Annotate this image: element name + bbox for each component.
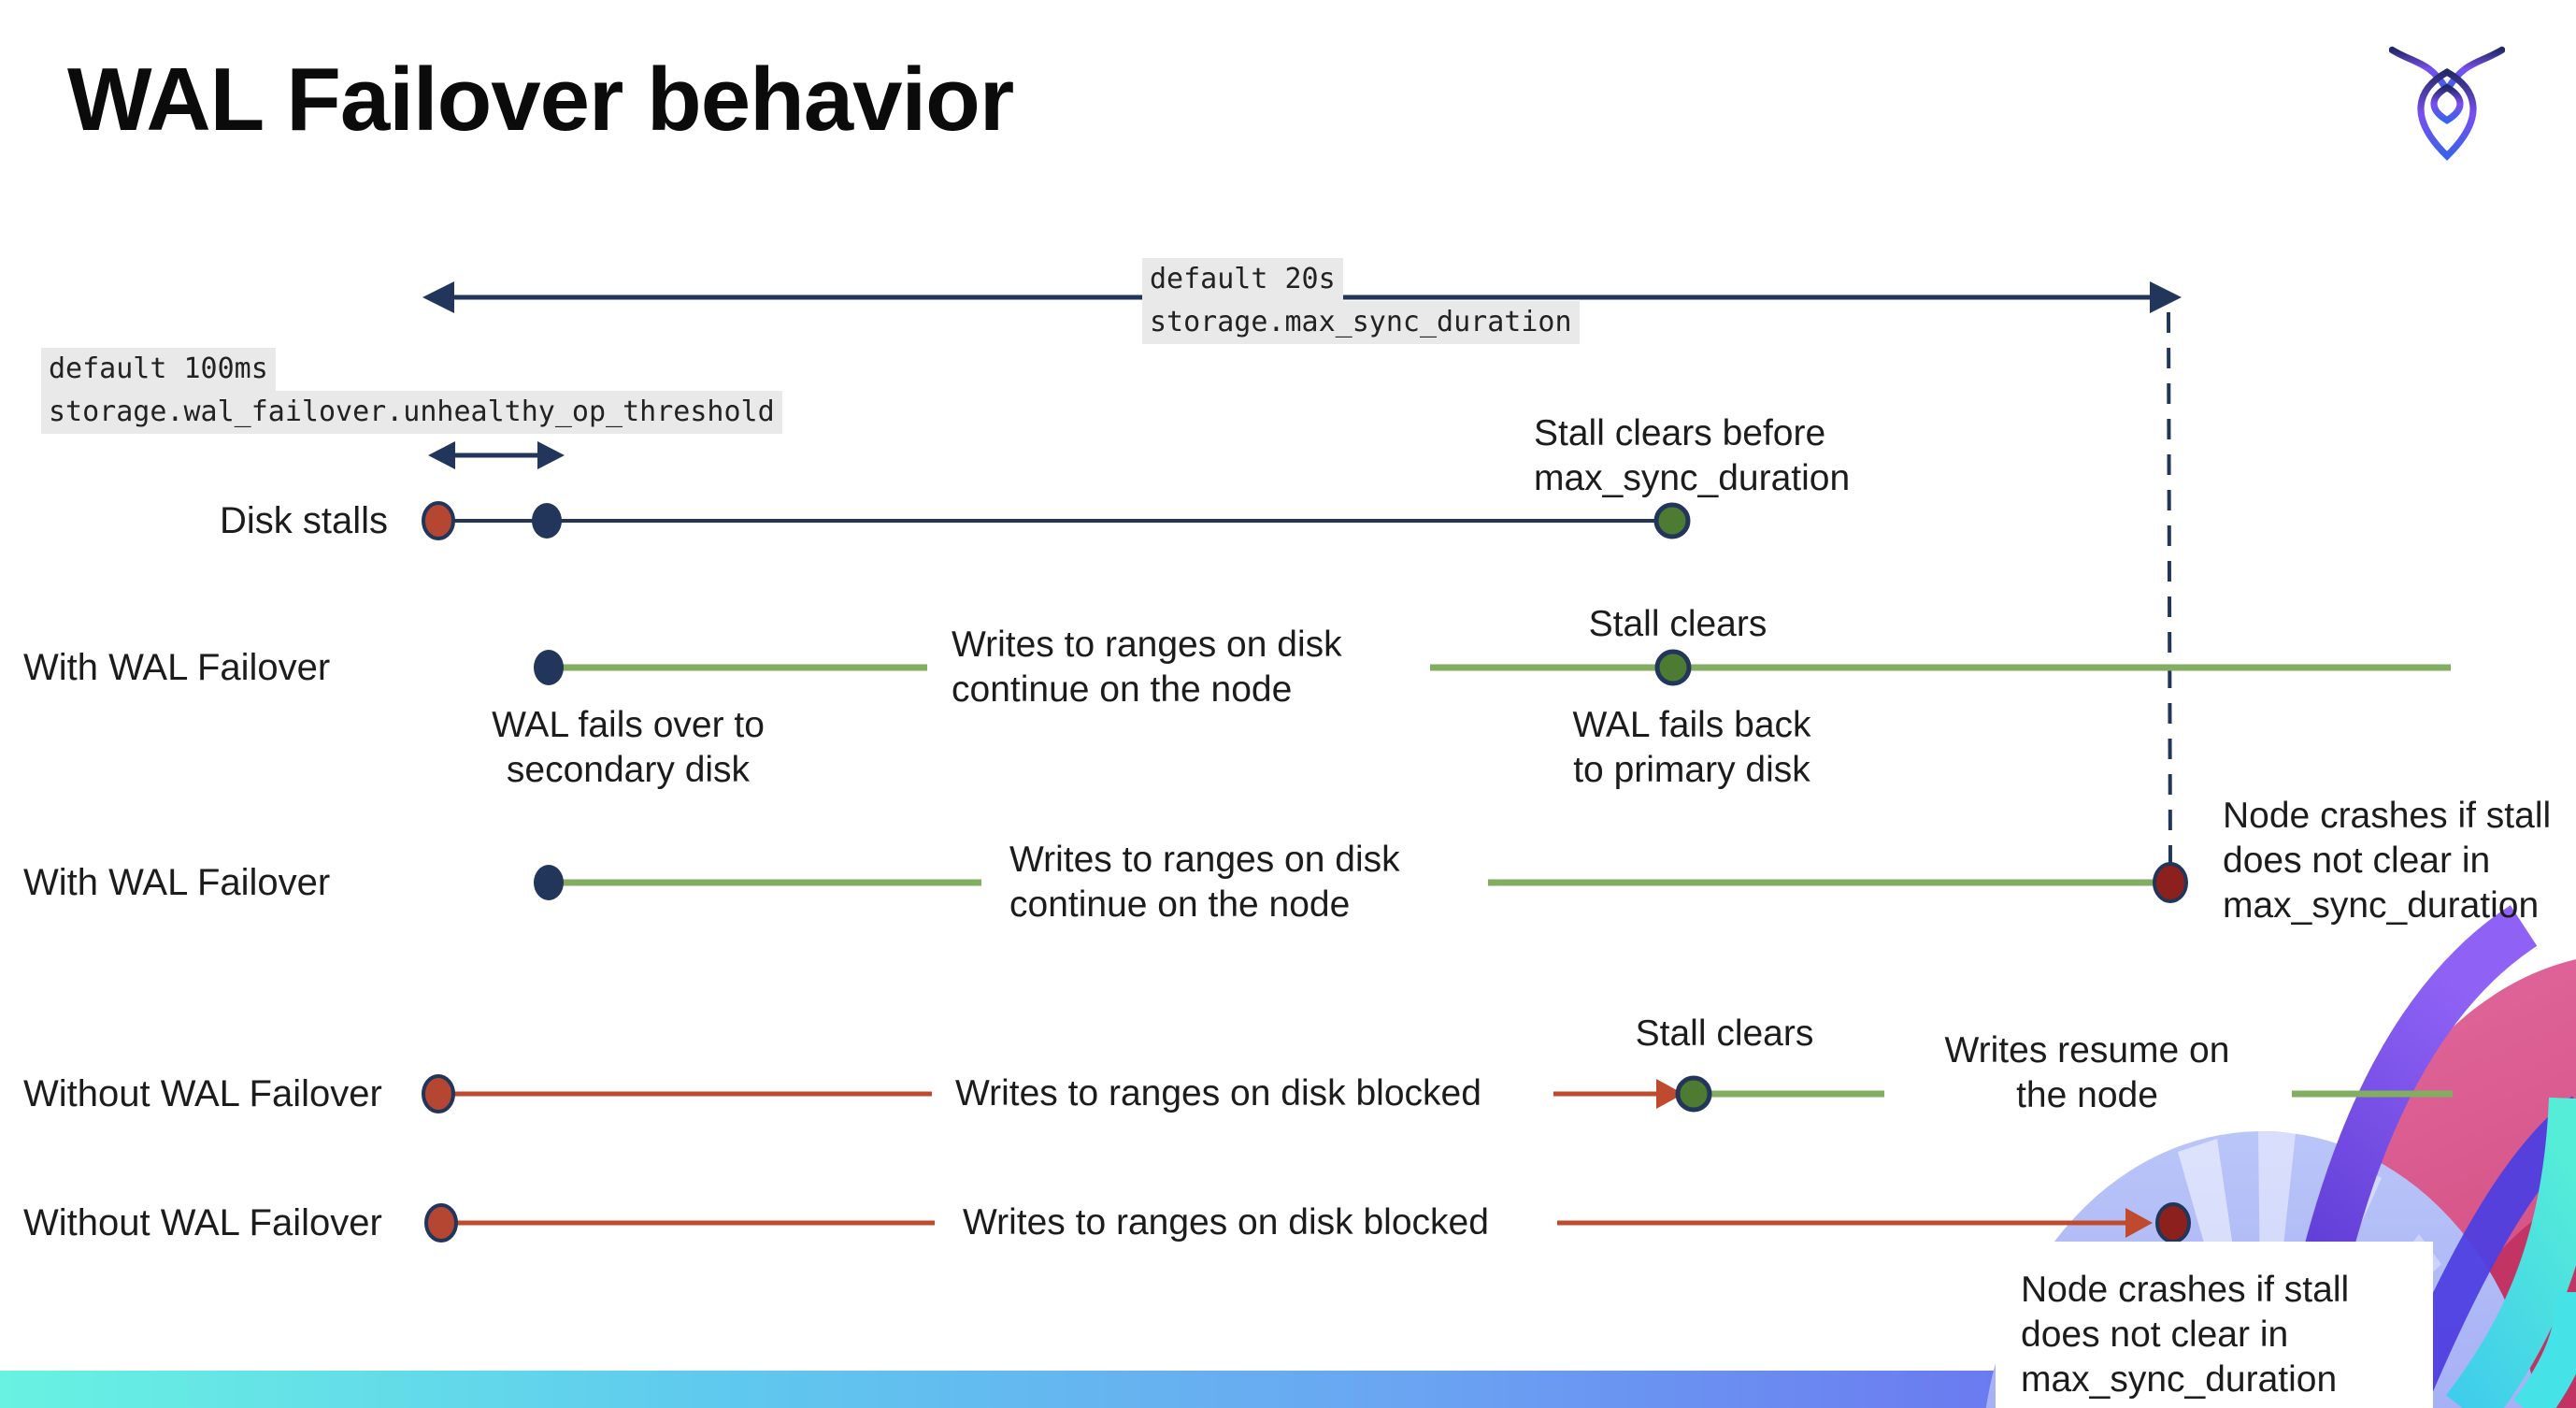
- unhealthy-setting-name: storage.wal_failover.unhealthy_op_thresh…: [41, 391, 782, 434]
- annotation-line: does not clear in: [2021, 1315, 2289, 1355]
- writes-blocked-annotation: Writes to ranges on disk blocked: [963, 1202, 1489, 1243]
- annotation-line: max_sync_duration: [2021, 1359, 2338, 1400]
- annotation-line: Writes to ranges on disk: [1009, 840, 1400, 880]
- wal-fails-over-annotation: WAL fails over to secondary disk: [477, 703, 780, 793]
- row-label-without-wal-failover-2: Without WAL Failover: [23, 1202, 382, 1243]
- page-title: WAL Failover behavior: [67, 50, 1014, 150]
- unhealthy-default-value: default 100ms: [41, 348, 276, 391]
- annotation-line: Node crashes if stall: [2021, 1270, 2350, 1310]
- row-without-failover-2-line: [424, 1202, 2191, 1243]
- arrowhead-right: [1656, 1079, 1683, 1109]
- node-crashes-annotation: Node crashes if stall does not clear in …: [2223, 794, 2551, 928]
- arrowhead-right: [2150, 281, 2182, 313]
- annotation-line: secondary disk: [506, 750, 751, 790]
- cyan-swoosh-small: [2513, 1291, 2576, 1408]
- row-with-failover-1-line: [534, 649, 2451, 686]
- row-label-with-wal-failover-2: With WAL Failover: [23, 862, 331, 903]
- cockroachdb-logo-icon: [2389, 46, 2505, 161]
- row-label-without-wal-failover-1: Without WAL Failover: [23, 1073, 382, 1114]
- disk-stall-start-dot: [422, 1074, 455, 1113]
- writes-continue-annotation: Writes to ranges on disk continue on the…: [952, 623, 1342, 712]
- row-label-disk-stalls: Disk stalls: [219, 500, 388, 541]
- annotation-line: Writes resume on: [1944, 1030, 2230, 1070]
- max-sync-duration-label: default 20s storage.max_sync_duration: [1142, 258, 1580, 344]
- node-crash-dot: [2153, 862, 2188, 903]
- annotation-line: max_sync_duration: [1534, 458, 1851, 498]
- arrowhead-right: [537, 441, 565, 469]
- stall-clears-annotation: Stall clears: [1588, 604, 1767, 644]
- annotation-line: max_sync_duration: [2223, 885, 2540, 926]
- disk-stall-start-dot: [424, 1203, 458, 1243]
- annotation-line: WAL fails back: [1572, 705, 1811, 745]
- max-sync-default-value: default 20s: [1142, 258, 1343, 301]
- arrowhead-right: [2125, 1208, 2153, 1238]
- row-without-failover-1-line: [422, 1074, 2453, 1113]
- node-crash-callout-box: [1996, 1242, 2433, 1408]
- node-crashes-annotation: Node crashes if stall does not clear in …: [2021, 1268, 2349, 1402]
- annotation-line: WAL fails over to: [492, 705, 765, 745]
- failover-start-dot: [534, 650, 564, 685]
- stall-clears-annotation: Stall clears: [1635, 1013, 1814, 1054]
- disk-stall-start-dot: [422, 501, 455, 540]
- arrowhead-left: [422, 281, 454, 313]
- annotation-line: continue on the node: [952, 669, 1293, 710]
- annotation-line: Stall clears before: [1534, 413, 1826, 453]
- annotation-line: does not clear in: [2223, 840, 2491, 881]
- row-label-with-wal-failover-1: With WAL Failover: [23, 647, 331, 688]
- wal-fails-back-annotation: WAL fails back to primary disk: [1552, 703, 1832, 793]
- writes-blocked-annotation: Writes to ranges on disk blocked: [955, 1073, 1481, 1113]
- max-sync-setting-name: storage.max_sync_duration: [1142, 301, 1580, 344]
- failover-threshold-dot: [532, 503, 562, 539]
- failover-start-dot: [534, 865, 564, 900]
- node-crash-dot: [2155, 1202, 2191, 1243]
- annotation-line: Writes to ranges on disk: [952, 625, 1342, 665]
- stall-clears-before-annotation: Stall clears before max_sync_duration: [1534, 411, 1850, 501]
- annotation-line: to primary disk: [1573, 750, 1810, 790]
- writes-continue-annotation: Writes to ranges on disk continue on the…: [1009, 838, 1400, 927]
- max-sync-deadline-dashed-line: [2167, 311, 2172, 867]
- stall-clears-dot: [1675, 1075, 1712, 1113]
- row-with-failover-2-line: [534, 862, 2188, 903]
- unhealthy-op-threshold-label: default 100ms storage.wal_failover.unhea…: [41, 348, 782, 434]
- stall-clears-dot: [1653, 502, 1691, 539]
- writes-resume-annotation: Writes resume on the node: [1937, 1028, 2238, 1118]
- row-disk-stalls-line: [422, 501, 1691, 540]
- arrowhead-left: [428, 441, 455, 469]
- cyan-swoosh-shape: [2445, 1097, 2576, 1408]
- annotation-line: continue on the node: [1009, 884, 1351, 925]
- stall-clears-dot: [1654, 649, 1692, 686]
- unhealthy-op-threshold-span-arrow: [428, 441, 565, 469]
- annotation-line: the node: [2016, 1075, 2158, 1115]
- annotation-line: Node crashes if stall: [2223, 796, 2552, 836]
